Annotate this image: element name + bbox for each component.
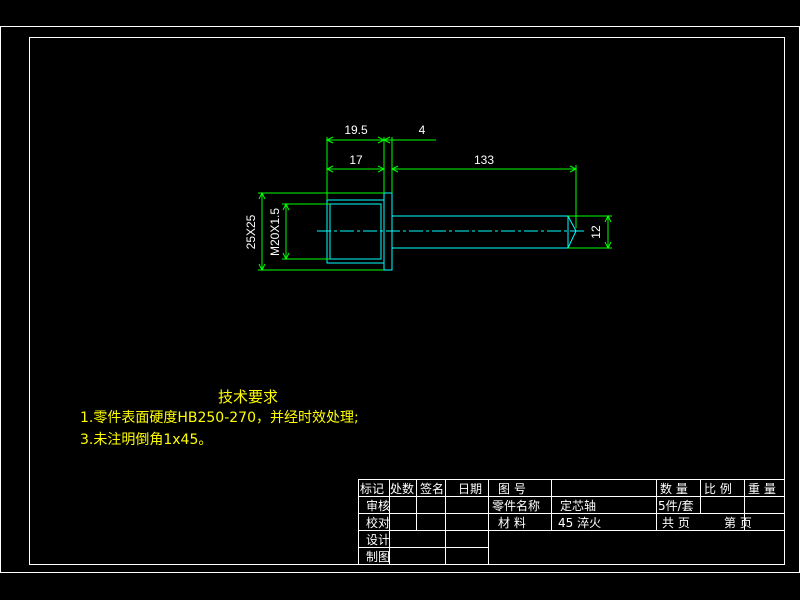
part-view	[317, 192, 585, 271]
tb-check: 校对	[366, 515, 390, 530]
notes-title: 技术要求	[218, 388, 278, 406]
dim-25x25: 25X25	[244, 214, 258, 249]
title-block	[358, 479, 785, 565]
tb-design: 设计	[366, 533, 390, 547]
dim-133: 133	[474, 153, 494, 167]
tb-drawing-no: 图 号	[498, 482, 526, 496]
notes-line-2: 3.未注明倒角1x45。	[80, 432, 212, 448]
dim-17: 17	[349, 153, 363, 167]
dim-4: 4	[419, 123, 426, 137]
tb-total-pages: 共 页	[662, 516, 690, 530]
tb-date: 日期	[458, 482, 482, 496]
tb-weight-label: 重 量	[748, 482, 776, 496]
tb-qty-label: 数 量	[660, 481, 688, 496]
tb-material-label: 材 料	[498, 516, 526, 530]
dim-19-5: 19.5	[344, 123, 368, 137]
tb-part-name-label: 零件名称	[492, 498, 540, 513]
tb-scale-label: 比 例	[704, 482, 732, 496]
tb-qty-value: 5件/套	[658, 499, 694, 513]
tb-material: 45 淬火	[558, 515, 601, 530]
tb-count: 处数	[390, 481, 414, 496]
tb-draw: 制图	[366, 550, 390, 564]
tb-sign: 签名	[420, 481, 444, 496]
tb-review: 审核	[366, 498, 390, 513]
dim-m20: M20X1.5	[268, 208, 282, 256]
tb-part-name: 定芯轴	[560, 498, 596, 513]
shaft	[392, 215, 577, 249]
tb-mark: 标记	[360, 482, 384, 496]
notes-line-1: 1.零件表面硬度HB250-270，并经时效处理;	[80, 410, 359, 426]
dim-12: 12	[589, 225, 603, 239]
dimension-lines	[258, 136, 612, 272]
tb-page-no: 第 页	[724, 516, 752, 530]
